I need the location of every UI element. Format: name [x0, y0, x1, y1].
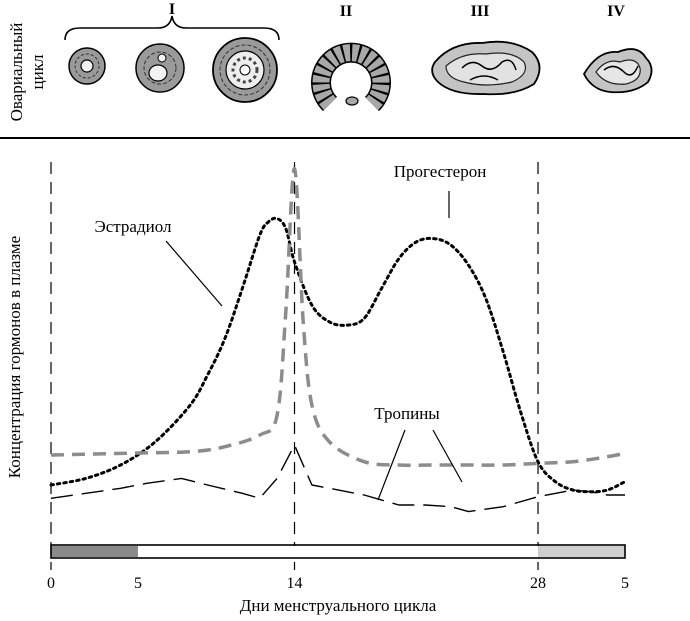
ovarian-panel: Овариальный цикл I II III IV — [7, 1, 653, 122]
ovarian-label-line2: цикл — [28, 54, 47, 89]
stage-label-i: I — [169, 1, 175, 18]
x-tick-label-1: 5 — [134, 575, 142, 592]
x-tick-label-4: 5 — [621, 575, 629, 592]
series-progesterone — [50, 166, 626, 468]
stage-label-iv: IV — [607, 3, 625, 20]
stage-label-ii: II — [340, 3, 352, 20]
leader-tropins-2 — [432, 429, 463, 483]
series-estradiol — [49, 216, 627, 494]
reference-lines — [50, 162, 539, 570]
ovarian-label-line1: Овариальный — [7, 23, 26, 122]
leader-tropins-1 — [377, 429, 406, 501]
x-tick-label-3: 28 — [530, 575, 546, 592]
cycle-bar-frame — [50, 544, 626, 559]
cycle-bar-segment-1 — [137, 546, 539, 557]
tertiary-follicle-illustration — [212, 37, 278, 103]
x-tick-label-0: 0 — [47, 575, 55, 592]
cycle-bar-segment-2 — [538, 546, 625, 557]
secondary-follicle-illustration — [135, 43, 185, 93]
y-axis-label: Концентрация гормонов в плазме — [5, 236, 24, 478]
ovulating-follicle-illustration — [311, 42, 391, 112]
cycle-bar — [50, 544, 626, 559]
cycle-bar-segment-0 — [51, 546, 138, 557]
corpus-luteum-illustration — [431, 40, 541, 96]
stage-label-iii: III — [471, 3, 490, 20]
label-tropins: Тропины — [374, 404, 440, 423]
x-tick-label-2: 14 — [287, 575, 303, 592]
stage-i-brace — [64, 15, 280, 41]
series-tropins — [50, 444, 625, 513]
x-axis-ticks: 0 5 14 28 5 — [47, 575, 629, 592]
leader-estradiol — [165, 240, 223, 307]
primary-follicle-illustration — [68, 47, 106, 85]
series-layer — [49, 166, 627, 513]
x-axis-label: Дни менструального цикла — [240, 596, 437, 615]
label-estradiol: Эстрадиол — [95, 217, 172, 236]
label-progesterone: Прогестерон — [394, 162, 487, 181]
corpus-albicans-illustration — [582, 48, 653, 94]
